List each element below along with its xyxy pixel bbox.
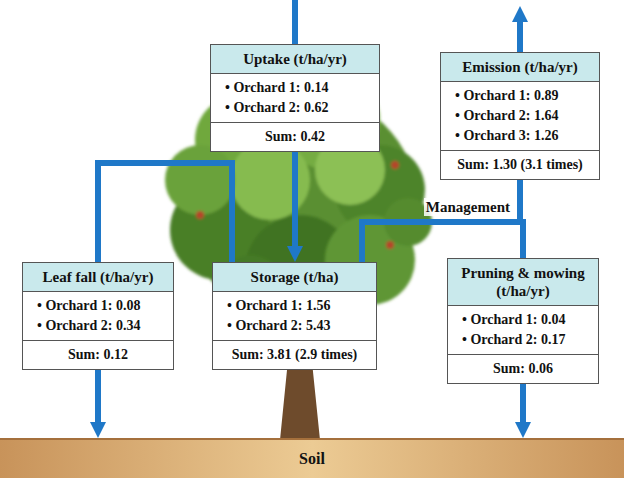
sum-row: Sum: 0.12 [23, 340, 173, 369]
sum-row: Sum: 0.42 [211, 122, 379, 151]
bullet-item: • Orchard 1: 0.14 [211, 78, 379, 98]
bullet-item: • Orchard 3: 1.26 [441, 126, 599, 146]
box-heading: Storage (t/ha) [213, 263, 376, 292]
fruit [391, 161, 399, 169]
flux-box: Pruning & mowing (t/ha/yr) • Orchard 1: 0… [447, 258, 599, 384]
inflow-line [292, 0, 298, 44]
bullet-item: • Orchard 1: 0.04 [448, 310, 598, 330]
sum-row: Sum: 0.06 [448, 354, 598, 383]
flow-connector [95, 370, 101, 422]
fruit [386, 241, 394, 249]
bullet-item: • Orchard 1: 1.56 [213, 296, 376, 316]
box-heading: Uptake (t/ha/yr) [211, 45, 379, 74]
bullet-item: • Orchard 2: 0.17 [448, 330, 598, 350]
flux-box: Emission (t/ha/yr)• Orchard 1: 0.89• Orc… [440, 52, 600, 180]
bullet-item: • Orchard 2: 0.62 [211, 98, 379, 118]
flow-connector [292, 152, 298, 246]
flow-connector [98, 163, 232, 262]
bullet-item: • Orchard 2: 0.34 [23, 316, 173, 336]
edge-label: Management [424, 198, 512, 216]
box-heading: Pruning & mowing (t/ha/yr) [448, 259, 598, 306]
flow-connector [362, 222, 523, 262]
flux-box: Uptake (t/ha/yr) • Orchard 1: 0.14• Orcha… [210, 44, 380, 152]
soil-band: Soil [0, 438, 624, 478]
fruit [196, 211, 204, 219]
band-label: Soil [299, 449, 325, 469]
flux-box: Leaf fall (t/ha/yr) • Orchard 1: 0.08• Or… [22, 262, 174, 370]
bullet-item: • Orchard 1: 0.89 [441, 86, 599, 106]
bullet-item: • Orchard 2: 1.64 [441, 106, 599, 126]
sum-row: Sum: 3.81 (2.9 times) [213, 340, 376, 369]
sum-row: Sum: 1.30 (3.1 times) [441, 150, 599, 179]
box-heading: Leaf fall (t/ha/yr) [23, 263, 173, 292]
bullet-item: • Orchard 2: 5.43 [213, 316, 376, 336]
outflow-arrow [517, 22, 523, 52]
flux-box: Storage (t/ha) • Orchard 1: 1.56• Orchard… [212, 262, 377, 370]
tree-canopy [165, 65, 432, 325]
bullet-item: • Orchard 1: 0.08 [23, 296, 173, 316]
foliage [165, 145, 235, 215]
box-heading: Emission (t/ha/yr) [441, 53, 599, 82]
flow-connector [520, 384, 526, 422]
